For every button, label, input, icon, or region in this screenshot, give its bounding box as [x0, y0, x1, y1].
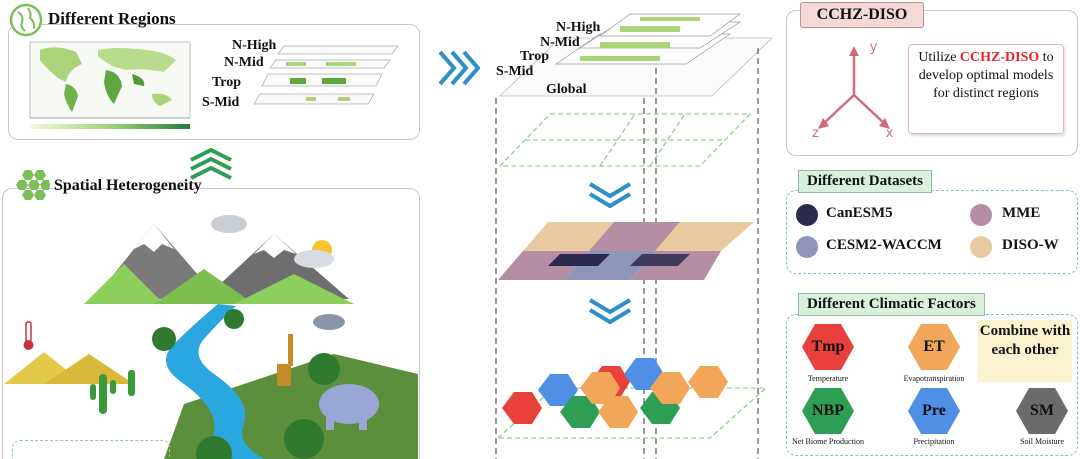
dataset-label-cesm2: CESM2-WACCM	[826, 237, 942, 253]
cchz-badge: CCHZ-DISO	[800, 2, 924, 28]
factor-hex-tmp: Tmp	[802, 324, 854, 370]
cchz-description: Utilize CCHZ-DISO to develop optimal mod…	[908, 44, 1064, 134]
factor-caption-nbp: Net Biome Production	[792, 437, 864, 446]
band-label-trop: Trop	[212, 75, 242, 90]
globe-icon	[9, 3, 43, 37]
factor-caption-et: Evapotranspiration	[903, 374, 965, 383]
xyz-axes-icon	[818, 46, 890, 129]
hexagon-cluster-icon	[16, 170, 50, 200]
factor-hex-nbp: NBP	[802, 388, 854, 434]
stack-label-n-mid: N-Mid	[540, 35, 580, 50]
spatial-title: Spatial Heterogeneity	[54, 177, 202, 194]
band-label-s-mid: S-Mid	[202, 95, 240, 110]
cchz-text-highlight: CCHZ-DISO	[959, 50, 1040, 65]
band-label-n-mid: N-Mid	[224, 55, 264, 70]
stack-label-n-high: N-High	[556, 20, 601, 35]
dataset-label-canesm5: CanESM5	[826, 205, 893, 221]
world-map	[29, 41, 191, 129]
regions-title: Different Regions	[48, 9, 176, 28]
dataset-swatch-diso-w	[970, 236, 992, 258]
stack-label-trop: Trop	[520, 49, 550, 64]
spatial-dashed-box	[12, 440, 170, 459]
cchz-panel	[786, 10, 1078, 156]
chevron-up-icon	[190, 147, 232, 180]
datasets-title: Different Datasets	[798, 170, 932, 193]
axis-label-x: x	[886, 124, 893, 140]
dataset-label-diso-w: DISO-W	[1002, 237, 1059, 253]
factor-caption-sm: Soil Moisture	[1020, 437, 1064, 446]
axis-label-z: z	[812, 124, 819, 140]
combine-note: Combine with each other	[978, 320, 1072, 382]
layer-stack	[495, 13, 773, 459]
mountain	[204, 234, 349, 299]
datasets-panel	[786, 190, 1078, 274]
factors-title: Different Climatic Factors	[798, 293, 985, 316]
band-label-n-high: N-High	[232, 38, 277, 53]
factor-hex-et: ET	[908, 324, 960, 370]
stack-label-s-mid: S-Mid	[496, 64, 534, 79]
factor-caption-pre: Precipitation	[913, 437, 955, 446]
cchz-text-after: to develop optimal models for distinct r…	[918, 50, 1054, 101]
stack-label-global: Global	[546, 82, 587, 97]
dataset-swatch-mme	[970, 204, 992, 226]
factor-caption-tmp: Temperature	[807, 374, 849, 383]
latitude-strips	[253, 45, 399, 105]
axis-label-y: y	[870, 38, 877, 54]
factor-hex-pre: Pre	[908, 388, 960, 434]
chevron-right-icon	[438, 50, 480, 86]
dataset-label-mme: MME	[1002, 205, 1041, 221]
dataset-swatch-canesm5	[796, 204, 818, 226]
cchz-text-before: Utilize	[918, 50, 960, 65]
landscape-illustration	[4, 215, 418, 459]
dataset-swatch-cesm2	[796, 236, 818, 258]
